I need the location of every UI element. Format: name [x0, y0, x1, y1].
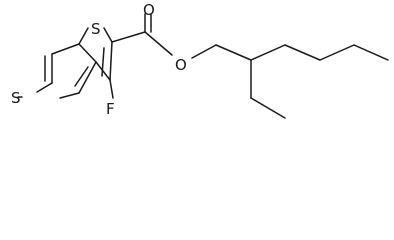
bond — [103, 27, 113, 43]
bond — [284, 44, 321, 61]
bond — [353, 44, 389, 61]
bond — [250, 44, 286, 61]
bonds — [17, 13, 389, 119]
bond — [109, 41, 113, 81]
bond — [144, 31, 173, 56]
bond — [59, 92, 80, 99]
bond — [74, 66, 89, 87]
bond — [111, 31, 146, 43]
bond — [95, 61, 111, 81]
carbonyl-oxygen-label: O — [143, 1, 155, 19]
bond — [215, 44, 252, 61]
bond — [319, 44, 355, 61]
bond — [78, 43, 97, 63]
bond — [36, 82, 53, 93]
bond — [250, 97, 286, 119]
sulfur-atom-label: S — [91, 20, 101, 38]
ester-oxygen-label: O — [175, 56, 187, 74]
atom-labels: S S O O F — [11, 1, 187, 118]
bond — [78, 61, 97, 94]
sulfur-atom-label: S — [11, 89, 21, 107]
bond — [51, 43, 80, 55]
bond — [78, 27, 89, 45]
bond — [191, 44, 217, 59]
bond — [109, 79, 114, 99]
molecule-structure: S S O O F — [11, 1, 389, 119]
fluorine-atom-label: F — [106, 100, 115, 118]
